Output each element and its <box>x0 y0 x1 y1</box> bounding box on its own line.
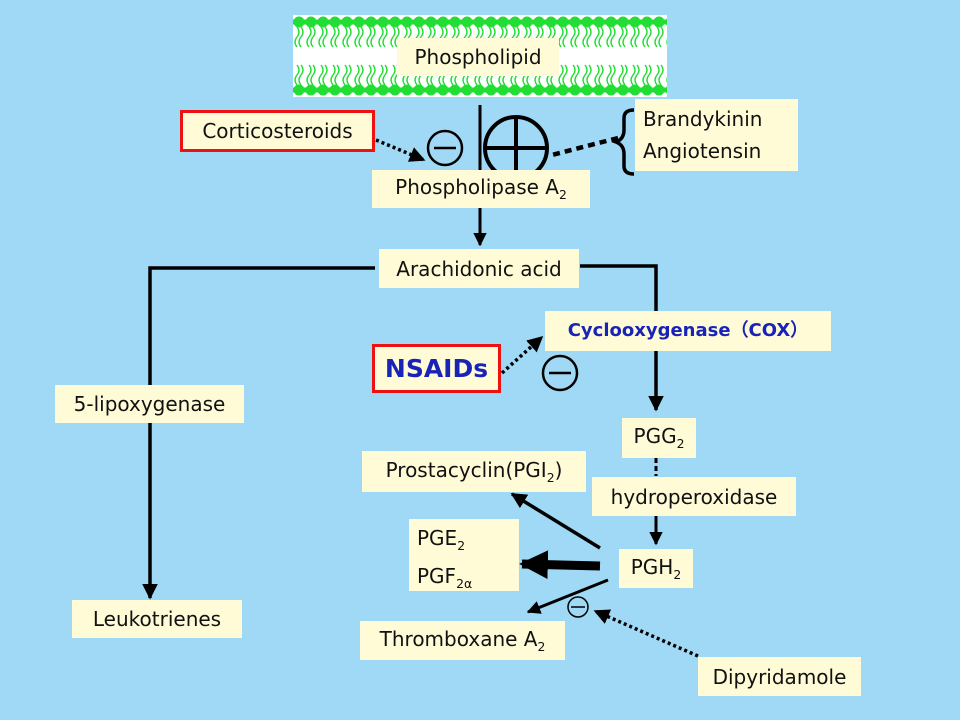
angiotensin-text: Angiotensin <box>643 139 762 163</box>
pge2-text: PGE2 <box>417 526 466 553</box>
stimulators-box: Brandykinin Angiotensin <box>635 99 798 171</box>
arachidonic-acid-text: Arachidonic acid <box>396 256 562 281</box>
pgg2-text: PGG2 <box>633 424 685 452</box>
bradykinin-text: Brandykinin <box>643 107 763 131</box>
prostacyclin-box: Prostacyclin(PGI2) <box>362 451 586 492</box>
hydroperoxidase-text: hydroperoxidase <box>610 484 778 509</box>
lipoxygenase-text: 5-lipoxygenase <box>73 392 226 416</box>
stimulators-arrow <box>551 135 619 158</box>
corticosteroids-box: Corticosteroids <box>180 110 375 152</box>
nsaids-minus-icon <box>541 354 579 392</box>
thromboxane-text: Thromboxane A2 <box>379 626 546 654</box>
cox-branch <box>580 264 664 412</box>
prostacyclin-text: Prostacyclin(PGI2) <box>385 457 563 485</box>
dipyridamole-arrow <box>593 609 699 658</box>
leukotrienes-box: Leukotrienes <box>72 600 242 638</box>
lipoxygenase-branch <box>142 266 375 600</box>
corticosteroids-text: Corticosteroids <box>202 119 353 143</box>
phospholipase-text: Phospholipase A2 <box>395 175 567 203</box>
pgh2-text: PGH2 <box>630 554 682 582</box>
stimulators-brace <box>611 108 635 176</box>
nsaids-text: NSAIDs <box>384 353 489 383</box>
dipyridamole-text: Dipyridamole <box>712 664 847 689</box>
arachidonic-acid-box: Arachidonic acid <box>379 249 579 288</box>
nsaids-box: NSAIDs <box>372 344 501 393</box>
pgg2-box: PGG2 <box>622 418 696 458</box>
hydroperoxidase-box: hydroperoxidase <box>592 477 796 516</box>
phospholipase-box: Phospholipase A2 <box>372 170 590 208</box>
to-pge-pgf-arrow <box>519 550 601 580</box>
thromboxane-box: Thromboxane A2 <box>360 621 565 660</box>
phospholipid-text: Phospholipid <box>414 45 542 69</box>
phospholipid-label: Phospholipid <box>397 38 559 76</box>
minus-inhibition-icon <box>426 129 464 167</box>
cyclooxygenase-text: Cyclooxygenase（COX） <box>567 320 809 342</box>
dipyridamole-minus-icon <box>567 596 589 618</box>
leukotrienes-text: Leukotrienes <box>92 607 222 631</box>
dipyridamole-box: Dipyridamole <box>698 657 861 696</box>
corticosteroids-arrow <box>375 138 426 162</box>
pge-pgf-box: PGE2 PGF2α <box>409 519 519 591</box>
pgf2a-text: PGF2α <box>417 564 473 591</box>
to-prostacyclin-arrow <box>510 492 601 550</box>
nsaids-arrow <box>500 335 544 375</box>
cyclooxygenase-box: Cyclooxygenase（COX） <box>545 311 831 351</box>
lipoxygenase-box: 5-lipoxygenase <box>55 385 244 423</box>
pgh2-box: PGH2 <box>619 549 693 588</box>
to-thromboxane-arrow <box>526 578 609 614</box>
